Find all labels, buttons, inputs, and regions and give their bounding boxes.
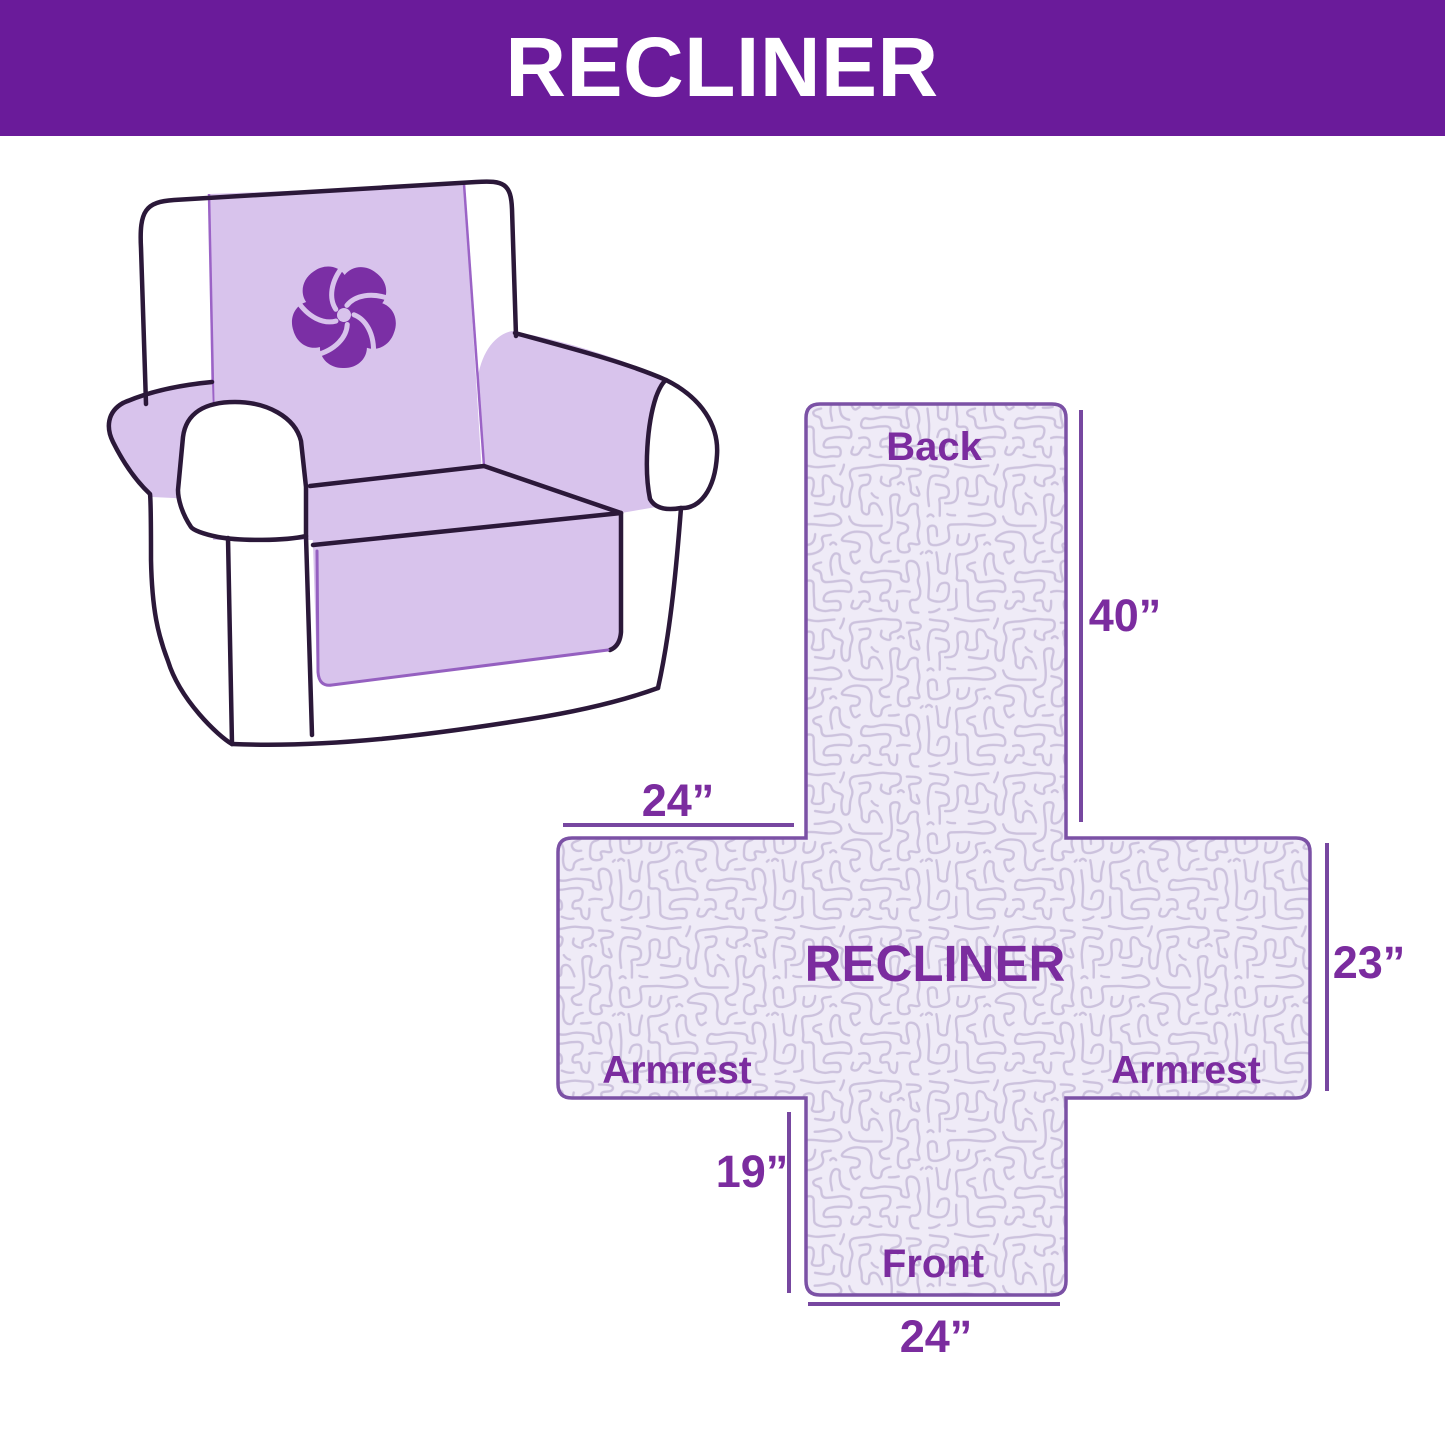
svg-text:19”: 19” <box>716 1146 789 1197</box>
svg-text:RECLINER: RECLINER <box>805 935 1066 992</box>
svg-text:24”: 24” <box>900 1311 973 1362</box>
svg-text:Armrest: Armrest <box>602 1049 752 1092</box>
svg-text:Back: Back <box>886 425 982 469</box>
svg-text:24”: 24” <box>642 775 715 826</box>
svg-text:RECLINER: RECLINER <box>505 20 938 114</box>
svg-text:Front: Front <box>882 1242 984 1286</box>
svg-text:23”: 23” <box>1333 937 1406 988</box>
svg-text:Armrest: Armrest <box>1111 1049 1261 1092</box>
svg-text:40”: 40” <box>1089 590 1162 641</box>
